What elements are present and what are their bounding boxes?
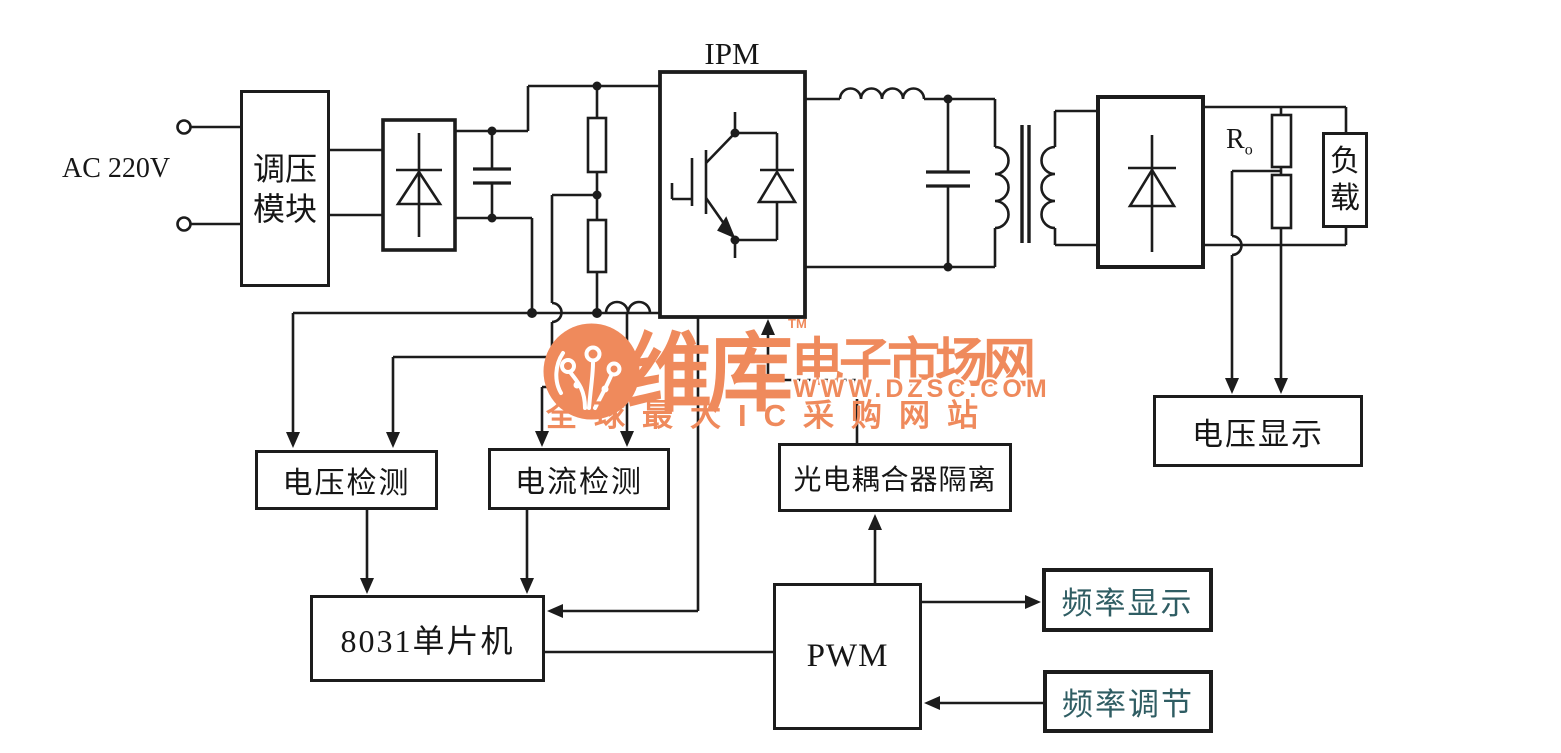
watermark-logo <box>543 323 640 420</box>
freq-adjust-box: 频率调节 <box>1043 670 1213 733</box>
output-network <box>1203 105 1348 383</box>
rectifier-1 <box>381 118 457 252</box>
control-wiring <box>365 318 1043 705</box>
watermark-url: WWW.DZSC.COM <box>793 375 1051 403</box>
resistor-divider <box>586 86 608 313</box>
opto-isolation-label: 光电耦合器隔离 <box>793 463 997 495</box>
current-detect-box: 电流检测 <box>488 448 670 510</box>
ac-input-terminals <box>176 119 240 232</box>
pwm-box: PWM <box>773 583 922 730</box>
regulator-module-label: 调压模块 <box>253 150 318 227</box>
mcu-label: 8031单片机 <box>340 622 515 659</box>
opto-isolation-box: 光电耦合器隔离 <box>778 443 1012 512</box>
watermark-tagline: 全球最大IC采购网站 <box>546 398 995 433</box>
freq-display-label: 频率显示 <box>1061 585 1194 621</box>
watermark-brand-suffix: 电子市场网 <box>791 334 1036 393</box>
ipm-module <box>658 70 807 319</box>
filter-capacitor-1 <box>473 131 511 218</box>
junction-dots <box>487 81 953 318</box>
ro-label-sub: o <box>1244 141 1253 159</box>
voltage-display-label: 电压显示 <box>1192 416 1324 452</box>
ro-label: Ro <box>1226 124 1253 160</box>
current-detect-label: 电流检测 <box>515 466 643 499</box>
regulator-module-box: 调压模块 <box>240 90 330 287</box>
watermark-brand: 维库 <box>626 326 793 422</box>
load-label: 负载 <box>1330 144 1360 216</box>
arrowheads <box>286 319 1288 710</box>
voltage-display-box: 电压显示 <box>1153 395 1363 467</box>
load-box: 负载 <box>1322 132 1368 228</box>
transformer <box>948 97 1098 269</box>
ac-input-label: AC 220V <box>62 153 171 184</box>
freq-display-box: 频率显示 <box>1042 568 1213 632</box>
rectifier-2 <box>1096 95 1205 269</box>
voltage-detect-label: 电压检测 <box>282 467 411 500</box>
voltage-detect-box: 电压检测 <box>255 450 438 510</box>
pwm-label: PWM <box>806 638 889 674</box>
filter-capacitor-2 <box>926 99 970 267</box>
output-inductor <box>838 87 926 100</box>
ipm-label: IPM <box>704 36 760 71</box>
mcu-box: 8031单片机 <box>310 595 545 682</box>
watermark-trademark: TM <box>788 316 807 331</box>
ro-label-main: R <box>1226 124 1245 155</box>
freq-adjust-label: 频率调节 <box>1062 687 1194 722</box>
